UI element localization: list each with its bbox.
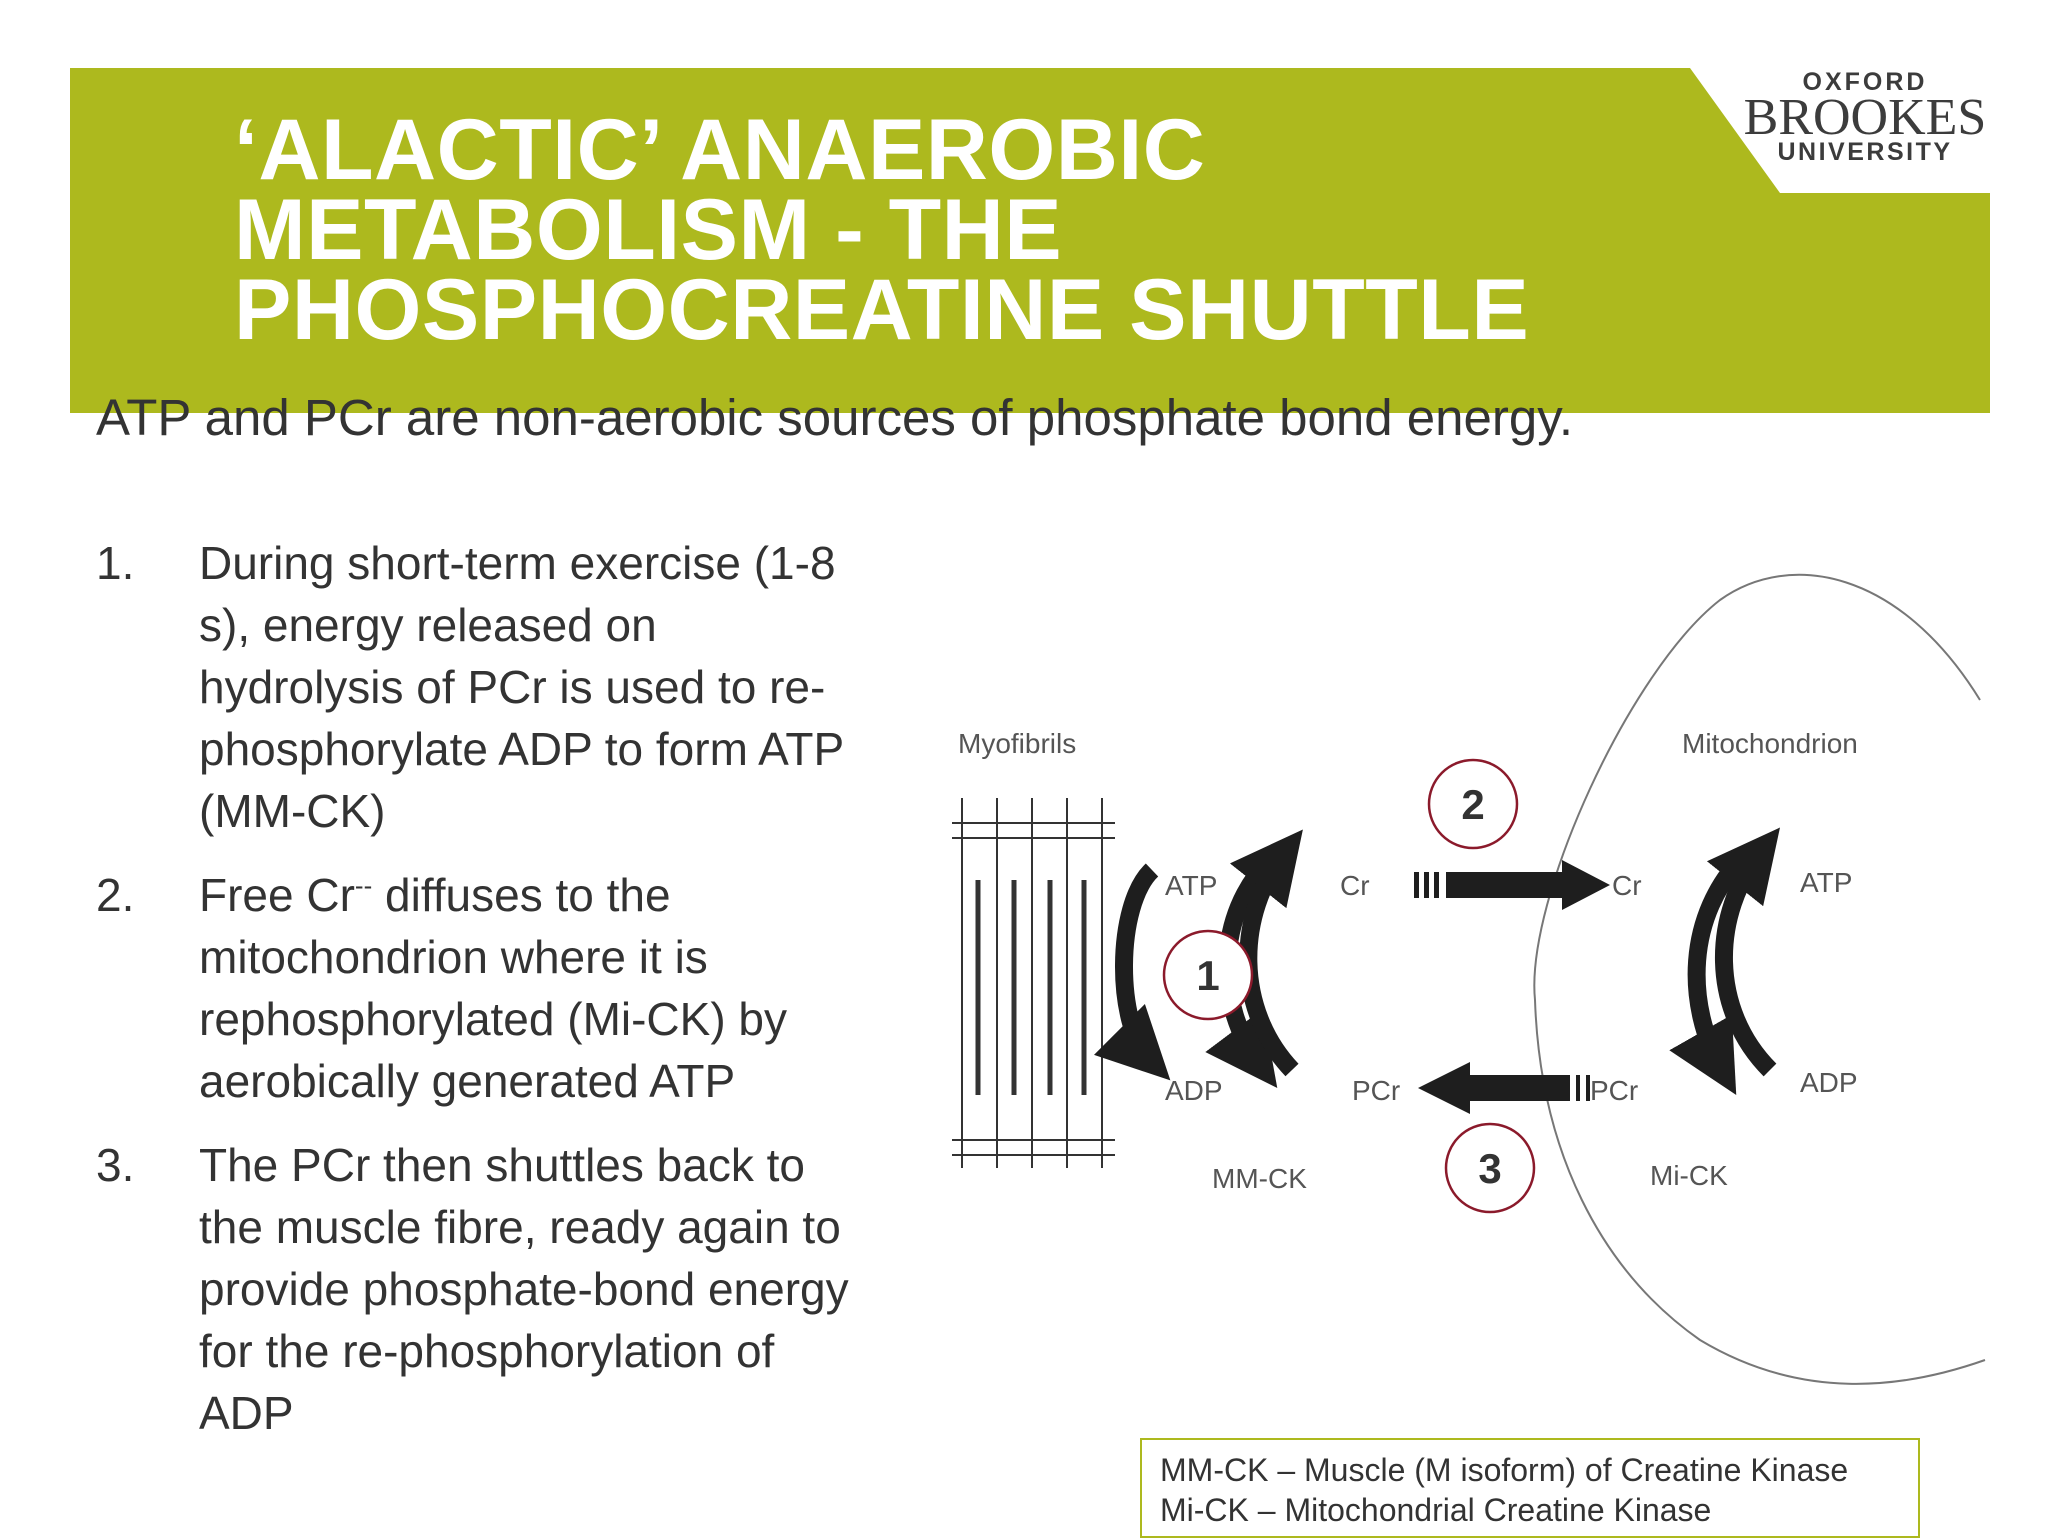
point-number-2: 2. [96,869,135,921]
title-line-3: PHOSPHOCREATINE SHUTTLE [234,262,1530,358]
title-line-1: ‘ALACTIC’ ANAEROBIC [234,102,1206,198]
step-marker-1: 1 [1162,929,1254,1021]
slide-title: ‘ALACTIC’ ANAEROBIC METABOLISM - THE PHO… [234,102,1530,358]
university-logo: OXFORD BROOKES UNIVERSITY [1690,68,1990,193]
mitochondrion-label: Mitochondrion [1682,728,1858,759]
mmck-arrow-up [1229,829,1303,1077]
step-number-1: 1 [1196,952,1219,999]
left-curved-arrow [1094,863,1171,1081]
logo-line-oxford: OXFORD [1802,68,1928,96]
point-text-2-before: Free Cr [199,869,355,921]
point-text-1: During short-term exercise (1-8 s), ener… [199,537,844,837]
point-text-2-after: diffuses to the mitochondrion where it i… [199,869,788,1107]
point-number-1: 1. [96,537,135,589]
left-adp-label: ADP [1165,1075,1223,1106]
right-cr-label: Cr [1612,870,1642,901]
step-number-2: 2 [1461,781,1484,828]
phosphocreatine-shuttle-diagram: Myofibrils Mitochondrion ATP ADP Cr PCr … [952,573,1986,1385]
right-atp-label: ATP [1800,867,1852,898]
point-item-3: 3. The PCr then shuttles back to the mus… [96,1134,856,1444]
numbered-points: 1. During short-term exercise (1-8 s), e… [96,532,856,1466]
left-atp-label: ATP [1165,870,1217,901]
logo-badge-shape [1690,68,1990,193]
mick-arrow-up [1706,827,1780,1077]
myofibrils-grid [952,798,1115,1168]
abbreviation-legend: MM-CK – Muscle (M isoform) of Creatine K… [1140,1438,1920,1538]
legend-line-mmck: MM-CK – Muscle (M isoform) of Creatine K… [1160,1452,1849,1488]
logo-line-brookes: BROOKES [1743,89,1987,146]
point-text-3: The PCr then shuttles back to the muscle… [199,1139,849,1439]
logo-line-university: UNIVERSITY [1777,138,1953,166]
point-text-2-superscript: -- [354,870,373,901]
slide-subtitle: ATP and PCr are non-aerobic sources of p… [96,389,1574,446]
pcr-transport-arrow [1418,1062,1590,1114]
step-marker-2: 2 [1427,758,1519,850]
mmck-label: MM-CK [1212,1163,1307,1194]
mick-label: Mi-CK [1650,1160,1728,1191]
point-item-2: 2. Free Cr-- diffuses to the mitochondri… [96,864,856,1112]
point-item-1: 1. During short-term exercise (1-8 s), e… [96,532,856,842]
point-number-3: 3. [96,1139,135,1191]
right-adp-label: ADP [1800,1067,1858,1098]
right-pcr-label: PCr [1590,1075,1638,1106]
mitochondrion-outline [1533,573,1986,1385]
cr-transport-arrow [1414,860,1610,910]
step-number-3: 3 [1478,1145,1501,1192]
header-band [70,68,1990,413]
left-pcr-label: PCr [1352,1075,1400,1106]
step-marker-3: 3 [1444,1122,1536,1214]
left-cr-label: Cr [1340,870,1370,901]
legend-line-mick: Mi-CK – Mitochondrial Creatine Kinase [1160,1492,1712,1528]
myofibrils-label: Myofibrils [958,728,1076,759]
title-line-2: METABOLISM - THE [234,182,1063,278]
